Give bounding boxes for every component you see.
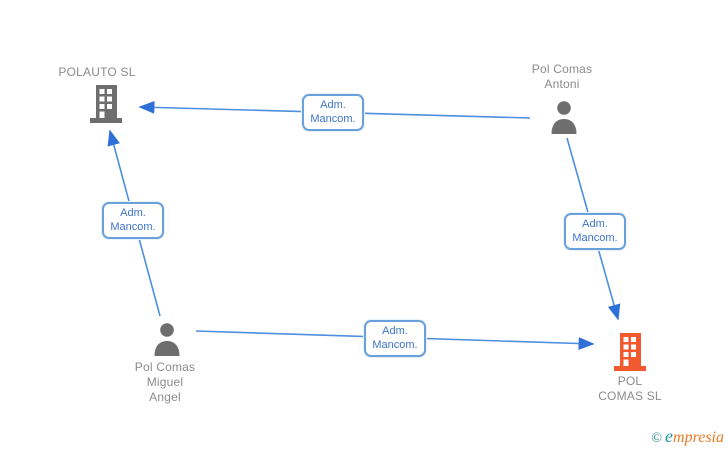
edge-label-text: Mancom. [110,221,156,233]
edge-label-text: Mancom. [310,113,356,125]
edge-label-antoni-polauto: Adm. Mancom. [302,94,364,131]
person-name-line: Pol Comas [134,360,196,374]
node-label-polcomas[interactable]: POL COMAS SL [570,374,690,404]
node-label-polauto[interactable]: POLAUTO SL [37,65,157,80]
company-name-line: COMAS SL [598,389,662,403]
person-name-line: Miguel [146,375,184,389]
person-name-line: Angel [149,390,181,404]
company-icon-polcomas[interactable] [612,331,648,376]
edge-label-text: Mancom. [372,339,418,351]
edge-label-text: Adm. [120,207,146,219]
brand-letter-e: e [665,426,674,446]
edge-label-text: Adm. [582,218,608,230]
edge-label-miguel-polauto: Adm. Mancom. [102,202,164,239]
person-name-line: Antoni [544,77,580,91]
copyright-icon: © [651,431,663,446]
person-icon-antoni[interactable] [548,99,580,140]
node-label-antoni[interactable]: Pol Comas Antoni [502,62,622,92]
edge-label-text: Adm. [382,325,408,337]
company-name: POLAUTO SL [58,65,136,79]
node-label-miguel[interactable]: Pol Comas Miguel Angel [105,360,225,405]
empresia-logo[interactable]: ©empresia [651,426,724,447]
person-icon-miguel[interactable] [151,321,183,362]
edge-label-text: Adm. [320,99,346,111]
edge-label-antoni-polcomas: Adm. Mancom. [564,213,626,250]
company-icon-polauto[interactable] [88,83,124,128]
person-name-line: Pol Comas [531,62,593,76]
edge-label-miguel-polcomas: Adm. Mancom. [364,320,426,357]
company-name-line: POL [617,374,643,388]
edge-label-text: Mancom. [572,232,618,244]
brand-text: mpresia [673,429,724,446]
